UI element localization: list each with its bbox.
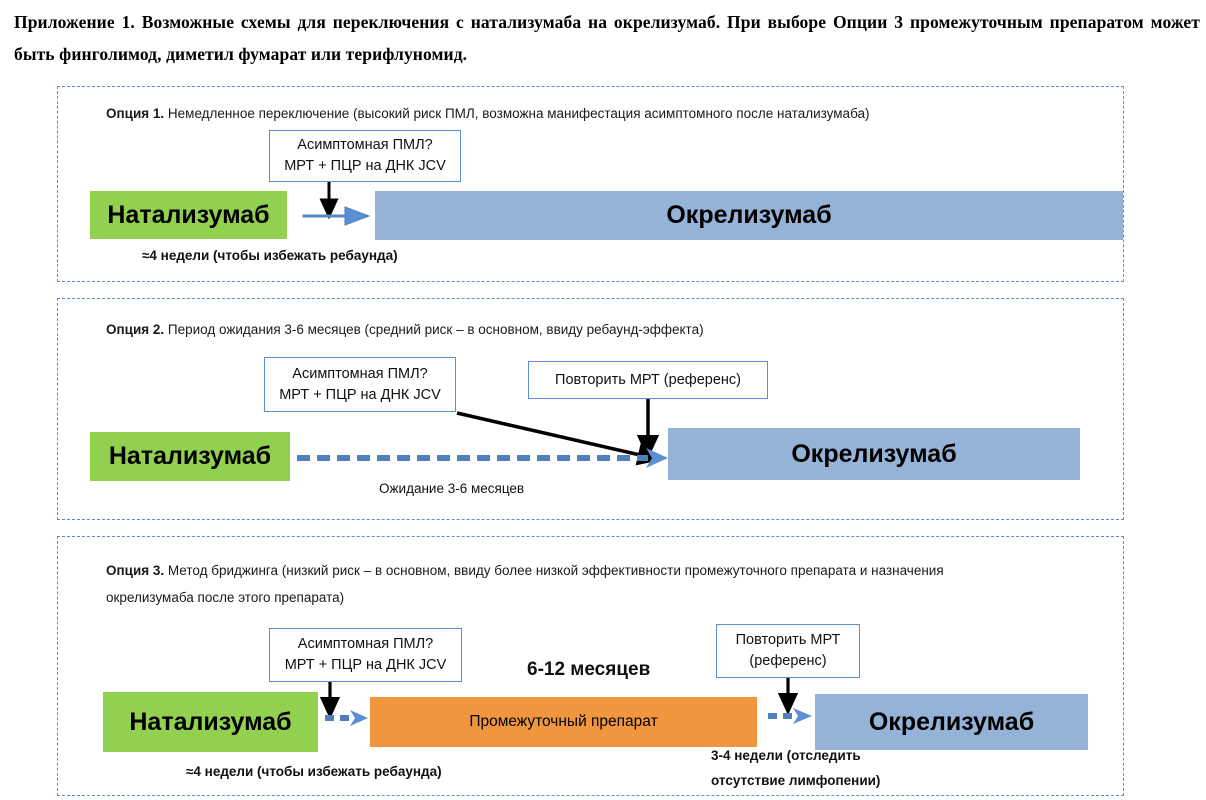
option-2-callout-repeat-mri: Повторить МРТ (референс): [528, 361, 768, 399]
callout-line-2: МРТ + ПЦР на ДНК JCV: [279, 386, 441, 403]
option-1-container: [57, 86, 1124, 282]
option-2-bar-natalizumab: Натализумаб: [90, 432, 290, 481]
option-3-container: [57, 536, 1124, 796]
bar-label: Окрелизумаб: [791, 439, 957, 468]
option-1-lead: Опция 1.: [106, 106, 165, 121]
bar-label: Натализумаб: [108, 442, 272, 470]
callout-line-2: МРТ + ПЦР на ДНК JCV: [284, 158, 446, 174]
option-2-heading: Опция 2. Период ожидания 3-6 месяцев (ср…: [106, 320, 704, 340]
callout-line-1: Повторить МРТ (референс): [555, 371, 741, 388]
callout-line-2: МРТ + ПЦР на ДНК JCV: [284, 657, 447, 673]
bar-label: Натализумаб: [107, 200, 270, 229]
bar-label: Окрелизумаб: [868, 707, 1035, 736]
callout-line-2: (референс): [749, 653, 827, 669]
option-1-bar-ocrelizumab: Окрелизумаб: [375, 191, 1123, 240]
option-1-callout-pml-check: Асимптомная ПМЛ? МРТ + ПЦР на ДНК JCV: [269, 130, 461, 182]
option-1-caption-rebound-gap: ≈4 недели (чтобы избежать ребаунда): [142, 248, 398, 263]
option-3-caption-lymphopenia-line1: 3-4 недели (отследить: [711, 748, 861, 763]
option-1-bar-natalizumab: Натализумаб: [90, 191, 287, 239]
option-2-heading-text: Период ожидания 3-6 месяцев (средний рис…: [167, 322, 704, 337]
option-3-duration-label: 6-12 месяцев: [527, 659, 651, 680]
option-3-lead: Опция 3.: [106, 563, 165, 578]
bar-label: Натализумаб: [129, 707, 292, 736]
option-3-caption-rebound-gap: ≈4 недели (чтобы избежать ребаунда): [186, 764, 442, 779]
option-3-bar-ocrelizumab: Окрелизумаб: [815, 694, 1088, 750]
option-3-bar-bridging-drug: Промежуточный препарат: [370, 697, 757, 747]
option-3-heading: Опция 3. Метод бриджинга (низкий риск – …: [106, 557, 1006, 611]
callout-line-1: Асимптомная ПМЛ?: [297, 137, 433, 153]
callout-line-1: Асимптомная ПМЛ?: [297, 636, 434, 652]
option-2-lead: Опция 2.: [106, 322, 165, 337]
callout-line-1: Повторить МРТ: [735, 632, 841, 648]
option-3-bar-natalizumab: Натализумаб: [103, 692, 318, 752]
option-3-callout-pml-check: Асимптомная ПМЛ? МРТ + ПЦР на ДНК JCV: [269, 628, 462, 682]
option-2-bar-ocrelizumab: Окрелизумаб: [668, 428, 1080, 480]
option-1-heading: Опция 1. Немедленное переключение (высок…: [106, 104, 870, 124]
bar-label: Окрелизумаб: [666, 201, 832, 229]
option-1-heading-text: Немедленное переключение (высокий риск П…: [167, 106, 870, 121]
option-3-heading-text: Метод бриджинга (низкий риск – в основно…: [106, 563, 944, 605]
option-3-callout-repeat-mri: Повторить МРТ (референс): [716, 624, 860, 678]
option-2-caption-waiting-period: Ожидание 3-6 месяцев: [379, 481, 525, 496]
callout-line-1: Асимптомная ПМЛ?: [292, 365, 428, 382]
bar-label: Промежуточный препарат: [469, 713, 658, 731]
page-title: Приложение 1. Возможные схемы для перекл…: [14, 12, 1200, 64]
option-3-caption-lymphopenia-line2: отсутствие лимфопении): [711, 773, 881, 788]
option-2-callout-pml-check: Асимптомная ПМЛ? МРТ + ПЦР на ДНК JCV: [264, 357, 456, 412]
option-2-container: [57, 298, 1124, 520]
